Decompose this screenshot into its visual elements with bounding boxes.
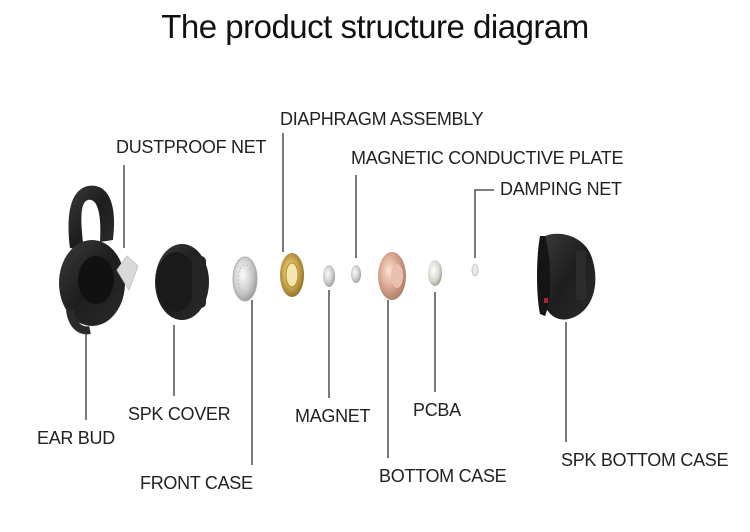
bottom-case-part [378, 252, 406, 300]
spk-cover-part [155, 244, 209, 320]
label-bottom-case: BOTTOM CASE [379, 466, 507, 486]
label-diaphragm-assembly: DIAPHRAGM ASSEMBLY [280, 109, 484, 129]
label-magnet: MAGNET [295, 406, 371, 426]
label-dustproof-net: DUSTPROOF NET [116, 137, 267, 157]
leader-damping-net [474, 189, 494, 258]
label-pcba: PCBA [413, 400, 461, 420]
pcba-part [428, 260, 442, 286]
label-spk-bottom-case: SPK BOTTOM CASE [561, 450, 729, 470]
damping-net-part [471, 263, 479, 277]
page-title: The product structure diagram [161, 8, 589, 45]
magnet-part [323, 265, 335, 287]
label-spk-cover: SPK COVER [128, 404, 231, 424]
front-case-part [232, 256, 258, 302]
label-magnetic-conductive-plate: MAGNETIC CONDUCTIVE PLATE [351, 148, 624, 168]
spk-bottom-case-part [537, 233, 596, 320]
magnetic-plate-part [351, 265, 361, 283]
ear-bud-part [59, 185, 125, 335]
label-front-case: FRONT CASE [140, 473, 253, 493]
diaphragm-assembly-part [280, 253, 304, 297]
label-ear-bud: EAR BUD [37, 428, 115, 448]
dustproof-net-part [116, 255, 139, 292]
label-damping-net: DAMPING NET [500, 179, 622, 199]
